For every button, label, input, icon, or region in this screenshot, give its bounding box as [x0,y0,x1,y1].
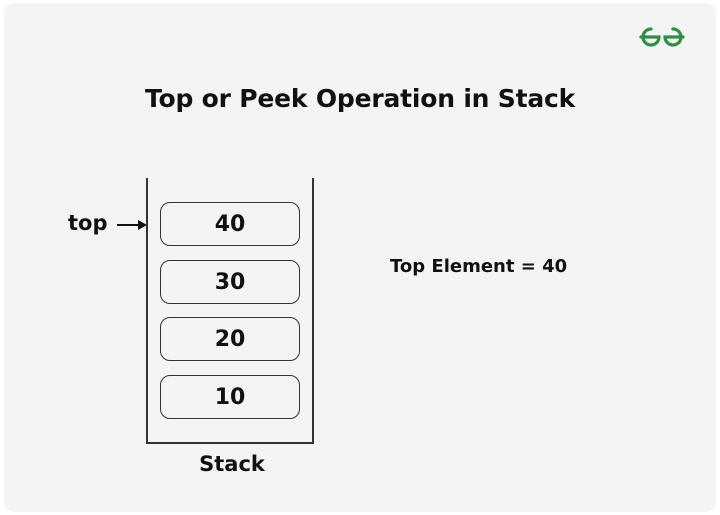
stack-item-bottom: 10 [160,375,300,419]
top-pointer-label: top [68,211,108,235]
diagram-canvas [4,3,716,512]
right-arrow-icon [117,220,147,230]
stack-label: Stack [199,452,265,476]
top-element-result: Top Element = 40 [390,256,568,277]
stack-container: 40 30 20 10 [146,178,314,444]
diagram-title: Top or Peek Operation in Stack [144,84,576,113]
stack-item: 30 [160,260,300,304]
stack-item-top: 40 [160,202,300,246]
stack-item: 20 [160,317,300,361]
gfg-logo-icon [639,27,685,47]
